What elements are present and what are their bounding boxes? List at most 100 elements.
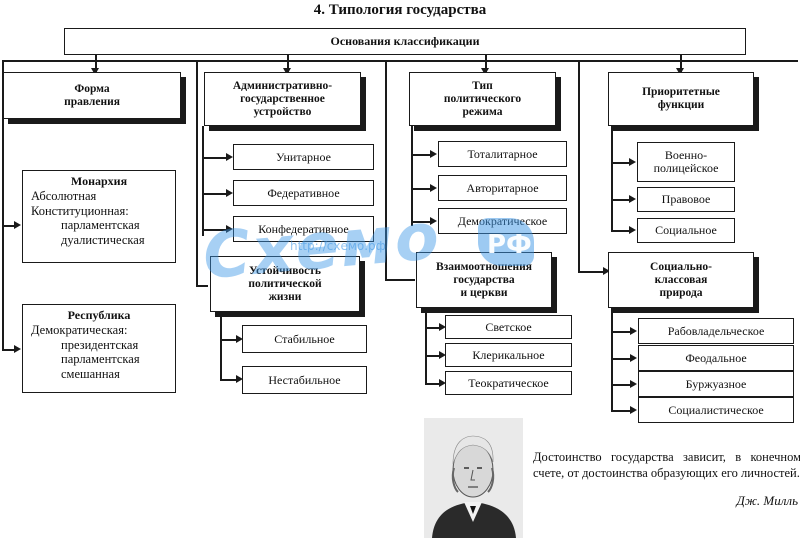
unstable-arrow: [236, 375, 243, 383]
socialist-arrow: [630, 406, 637, 414]
theocratic-box: Теократическое: [445, 371, 572, 395]
bourgeois-connector: [611, 384, 632, 386]
col3-arrow: [481, 68, 489, 75]
page-title: 4. Типология государства: [313, 2, 487, 18]
republic-connector: [2, 349, 16, 351]
unstable-box: Нестабильное: [242, 366, 367, 394]
feudal-arrow: [630, 354, 637, 362]
class-nature-connector: [578, 271, 606, 273]
federative-arrow: [226, 189, 233, 197]
republic-line: президентская: [61, 337, 139, 352]
unitary-arrow: [226, 153, 233, 161]
bourgeois-arrow: [630, 380, 637, 388]
secular-connector: [425, 327, 441, 329]
quote-text: Достоинство государства зависит, в конеч…: [533, 450, 800, 480]
monarchy-box: Монархия Абсолютная Конституционная: пар…: [22, 170, 176, 263]
watermark-url: http://схемо.рф: [290, 239, 386, 253]
republic-box: Республика Демократическая: президентска…: [22, 304, 176, 393]
slave-arrow: [630, 327, 637, 335]
authoritarian-box: Авторитарное: [438, 175, 567, 201]
header-line: государственное: [240, 92, 325, 105]
header-line: жизни: [268, 290, 302, 303]
col4-right-trunk-line: [611, 126, 613, 232]
class-nature-arrow: [603, 267, 610, 275]
republic-line: парламентская: [61, 352, 140, 366]
federative-box: Федеративное: [233, 180, 374, 206]
confederative-box: Конфедеративное: [233, 216, 374, 242]
social-connector: [611, 230, 631, 232]
totalitarian-connector: [411, 154, 432, 156]
classification-root-label: Основания классификации: [330, 34, 480, 48]
col2-right-trunk-line: [202, 126, 204, 236]
monarchy-line: парламентская: [61, 218, 140, 232]
col3-right-trunk-line: [411, 126, 413, 226]
item-label: Теократическое: [468, 375, 549, 390]
slave-owning-box: Рабовладельческое: [638, 318, 794, 344]
header-line: государства: [453, 273, 515, 286]
item-label: Рабовладельческое: [667, 323, 765, 338]
legal-box: Правовое: [637, 187, 735, 212]
democratic-connector: [411, 221, 432, 223]
stable-box: Стабильное: [242, 325, 367, 353]
social-arrow: [629, 226, 636, 234]
item-label: Федеративное: [267, 185, 340, 200]
col4-arrow: [676, 68, 684, 75]
unstable-connector: [220, 379, 238, 381]
clerical-arrow: [439, 351, 446, 359]
header-line: функции: [657, 99, 705, 111]
legal-arrow: [629, 195, 636, 203]
monarchy-arrow: [14, 221, 21, 229]
monarchy-connector: [2, 225, 16, 227]
church-connector: [385, 279, 415, 281]
feudal-connector: [611, 358, 632, 360]
col1-drop-line: [95, 55, 97, 73]
header-line: политической: [248, 277, 322, 290]
header-line: классовая: [654, 273, 708, 286]
church-sub-trunk: [425, 308, 427, 384]
slave-connector: [611, 331, 632, 333]
socialist-box: Социалистическое: [638, 397, 794, 423]
item-label: Социальное: [655, 223, 717, 237]
secular-arrow: [439, 323, 446, 331]
col2-arrow: [283, 68, 291, 75]
theocratic-arrow: [439, 379, 446, 387]
stability-sub-trunk: [220, 312, 222, 380]
watermark-badge-icon: [478, 218, 534, 266]
item-label: Феодальное: [685, 350, 747, 365]
legal-connector: [611, 199, 631, 201]
header-line: устройство: [253, 105, 312, 118]
item-label: Правовое: [661, 192, 711, 206]
clerical-connector: [425, 355, 441, 357]
social-class-nature-header: Социально- классовая природа: [608, 252, 754, 308]
header-line: Форма: [74, 82, 110, 95]
confederative-arrow: [226, 225, 233, 233]
item-label: Военно-: [664, 148, 708, 162]
watermark-badge-text: РФ: [487, 230, 532, 260]
stable-arrow: [236, 335, 243, 343]
header-line: природа: [659, 286, 703, 299]
header-line: Устойчивость: [248, 264, 321, 277]
header-line: Социально-: [650, 260, 712, 273]
feudal-box: Феодальное: [638, 345, 794, 371]
item-label: Нестабильное: [268, 372, 341, 387]
bourgeois-box: Буржуазное: [638, 371, 794, 397]
confederative-connector: [202, 229, 228, 231]
republic-arrow: [14, 345, 21, 353]
political-stability-header: Устойчивость политической жизни: [210, 256, 360, 312]
authoritarian-connector: [411, 188, 432, 190]
classification-root-box: Основания классификации: [64, 28, 746, 55]
col4-drop-line: [680, 55, 682, 73]
item-label: полицейское: [653, 161, 719, 175]
portrait-image: [424, 418, 523, 538]
col3-drop-line: [485, 55, 487, 73]
item-label: Буржуазное: [685, 376, 747, 391]
col1-trunk-line: [2, 60, 4, 350]
root-connector-line: [2, 60, 798, 62]
republic-line: смешанная: [61, 366, 120, 381]
clerical-box: Клерикальное: [445, 343, 572, 367]
col4-left-trunk-line: [578, 60, 580, 272]
unitary-connector: [202, 157, 228, 159]
item-label: Социалистическое: [668, 402, 764, 417]
monarchy-line: дуалистическая: [61, 232, 145, 247]
item-label: Авторитарное: [466, 180, 539, 195]
